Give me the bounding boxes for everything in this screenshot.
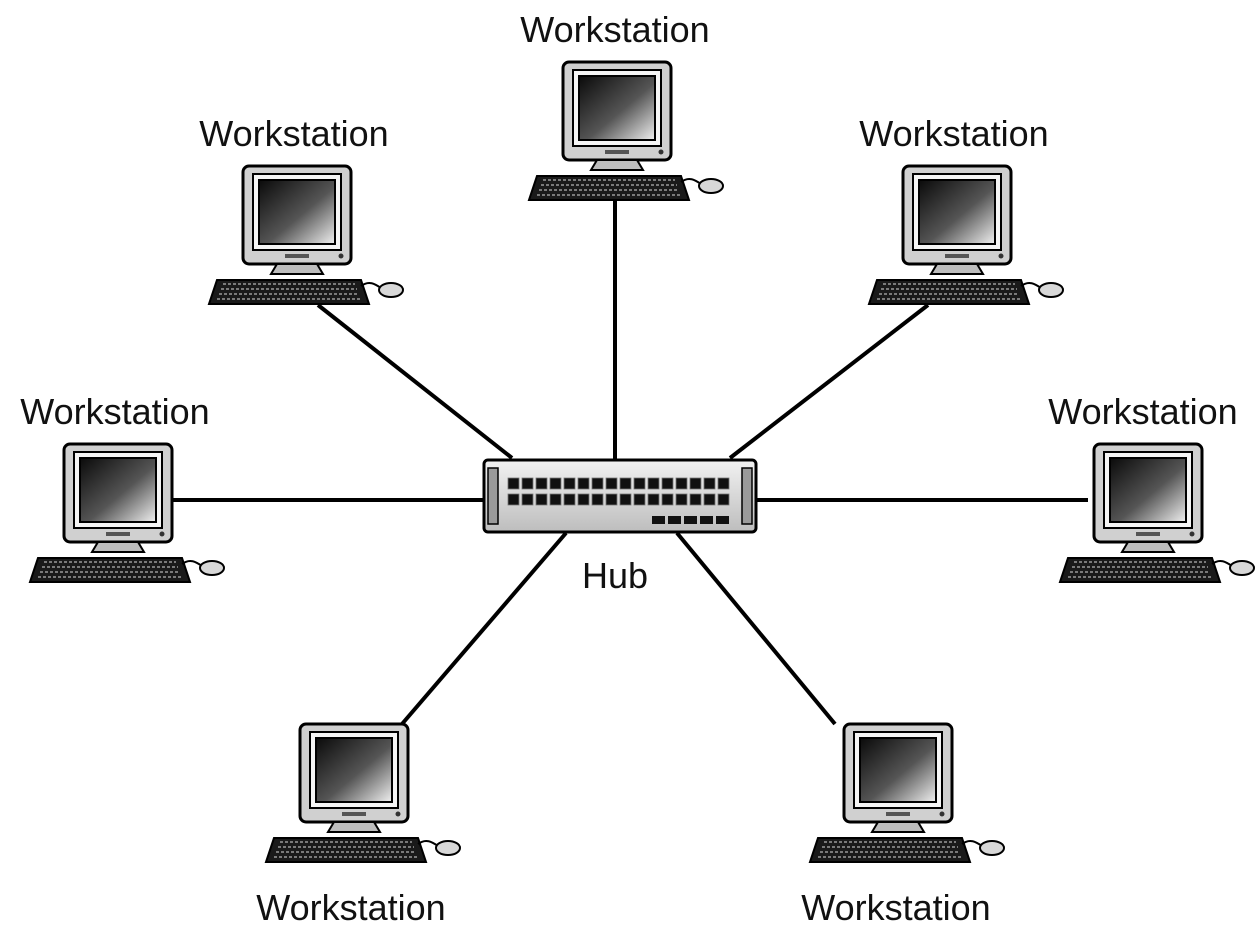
hub-port — [507, 493, 520, 506]
hub-port — [675, 493, 688, 506]
hub-port — [633, 493, 646, 506]
hub-port — [605, 477, 618, 490]
hub-port — [577, 493, 590, 506]
hub-status-light — [700, 516, 713, 524]
hub-status-light — [716, 516, 729, 524]
hub-port — [647, 493, 660, 506]
workstation-label-right: Workstation — [1048, 391, 1238, 432]
workstation-label-top: Workstation — [520, 9, 710, 50]
hub-ear-left — [487, 467, 499, 525]
hub-port — [689, 493, 702, 506]
workstation-label-lower-right: Workstation — [801, 887, 991, 928]
hub-port — [591, 477, 604, 490]
workstation-label-upper-right: Workstation — [859, 113, 1049, 154]
hub-port — [675, 477, 688, 490]
hub-port — [633, 477, 646, 490]
hub-status-light — [684, 516, 697, 524]
workstation-lower-left-computer-icon — [264, 722, 462, 864]
hub-port — [549, 477, 562, 490]
hub-port — [521, 493, 534, 506]
workstation-label-upper-left: Workstation — [199, 113, 389, 154]
workstation-upper-left-computer-icon — [207, 164, 405, 306]
hub-status-light — [652, 516, 665, 524]
hub-port — [703, 477, 716, 490]
hub-port — [647, 477, 660, 490]
hub-port — [535, 493, 548, 506]
hub-port — [619, 493, 632, 506]
hub-port — [549, 493, 562, 506]
connection-lines — [165, 195, 1088, 726]
link-lower-left — [400, 531, 568, 726]
workstation-lower-right-computer-icon — [808, 722, 1006, 864]
hub-port — [605, 493, 618, 506]
hub-icon — [482, 458, 758, 534]
link-lower-right — [675, 531, 837, 726]
hub-port — [619, 477, 632, 490]
workstation-upper-right-computer-icon — [867, 164, 1065, 306]
workstation-label-left: Workstation — [20, 391, 210, 432]
hub-port — [717, 477, 730, 490]
workstation-top-computer-icon — [527, 60, 725, 202]
hub-port — [703, 493, 716, 506]
workstation-label-lower-left: Workstation — [256, 887, 446, 928]
hub-port — [563, 493, 576, 506]
hub-port — [661, 477, 674, 490]
hub-port — [521, 477, 534, 490]
hub-port — [507, 477, 520, 490]
link-upper-right — [728, 303, 930, 460]
workstation-left-computer-icon — [28, 442, 226, 584]
hub-ear-right — [741, 467, 753, 525]
hub-port — [689, 477, 702, 490]
hub-port — [717, 493, 730, 506]
hub-port — [661, 493, 674, 506]
hub-port — [577, 477, 590, 490]
hub-status-light — [668, 516, 681, 524]
hub-label: Hub — [581, 555, 649, 596]
hub-port — [535, 477, 548, 490]
hub-port — [563, 477, 576, 490]
link-upper-left — [316, 303, 514, 460]
hub-port — [591, 493, 604, 506]
workstation-right-computer-icon — [1058, 442, 1256, 584]
